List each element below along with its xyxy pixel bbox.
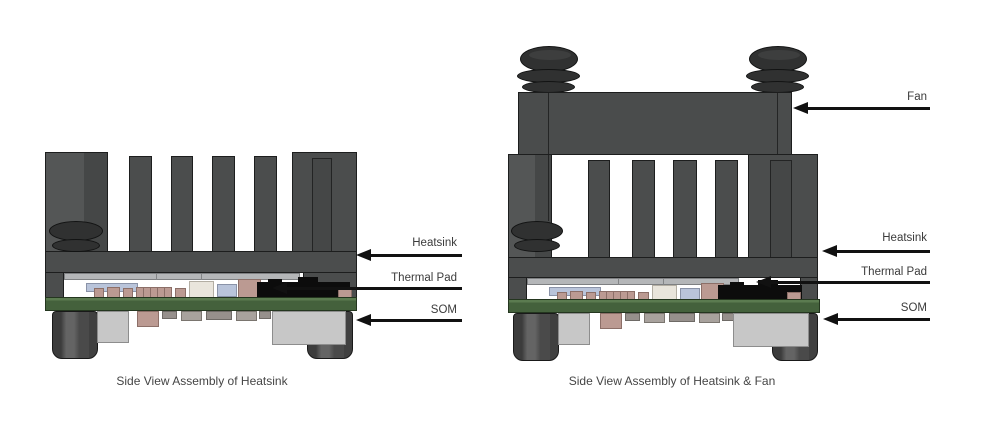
spring-screw-washer bbox=[514, 239, 560, 252]
label-line-heatsink bbox=[368, 254, 462, 257]
bottom-component bbox=[162, 311, 177, 319]
heatsink-fin bbox=[129, 156, 152, 256]
screw-highlight bbox=[529, 50, 571, 60]
label-thermal-pad: Thermal Pad bbox=[861, 266, 927, 278]
thermal-pad bbox=[718, 285, 802, 301]
heatsink-fin bbox=[632, 160, 655, 260]
label-line-thermal-pad bbox=[286, 287, 462, 290]
diagram-caption: Side View Assembly of Heatsink bbox=[116, 374, 288, 388]
bottom-component bbox=[625, 313, 640, 321]
screw-highlight bbox=[758, 50, 800, 60]
connector-block bbox=[97, 311, 129, 343]
screw-shaft-line bbox=[777, 93, 778, 154]
spring-screw-washer bbox=[52, 239, 100, 252]
fan-screw-cap bbox=[520, 46, 578, 72]
label-line-fan bbox=[807, 107, 930, 110]
thermal-pad-bump bbox=[298, 277, 318, 284]
heatsink-fin bbox=[254, 156, 277, 256]
thermal-pad-bump bbox=[268, 279, 282, 284]
spring-screw-washer bbox=[49, 221, 103, 241]
hex-standoff bbox=[513, 313, 559, 361]
label-line-som bbox=[837, 318, 930, 321]
label-heatsink: Heatsink bbox=[882, 232, 927, 244]
bottom-component bbox=[137, 311, 159, 327]
heatsink-base bbox=[45, 251, 357, 273]
label-fan: Fan bbox=[907, 91, 927, 103]
arrowhead-heatsink bbox=[356, 249, 371, 261]
shelf-divider bbox=[156, 274, 157, 280]
som-pcb bbox=[45, 297, 357, 311]
arrowhead-thermal-pad bbox=[756, 276, 771, 288]
spring-screw-washer bbox=[511, 221, 563, 241]
label-som: SOM bbox=[900, 302, 927, 314]
bottom-component bbox=[236, 311, 257, 321]
label-som: SOM bbox=[430, 304, 457, 316]
heatsink-fin bbox=[715, 160, 738, 260]
heatsink-fin bbox=[673, 160, 697, 260]
thermal-pad-bump bbox=[730, 282, 744, 287]
thermal-shelf bbox=[527, 278, 739, 285]
arrowhead-thermal-pad bbox=[272, 282, 287, 294]
label-line-thermal-pad bbox=[770, 281, 930, 284]
som-pcb bbox=[508, 299, 820, 313]
smd-component bbox=[217, 284, 237, 297]
heatsink-screw-groove bbox=[770, 160, 792, 258]
label-heatsink: Heatsink bbox=[412, 237, 457, 249]
arrowhead-som bbox=[356, 314, 371, 326]
thermal-pad bbox=[257, 282, 350, 298]
connector-block bbox=[558, 313, 590, 345]
fan-body bbox=[518, 92, 792, 155]
bottom-component bbox=[644, 313, 665, 323]
smd-component bbox=[189, 281, 214, 298]
bottom-component bbox=[181, 311, 202, 321]
diagram-caption: Side View Assembly of Heatsink & Fan bbox=[568, 374, 776, 388]
shelf-divider bbox=[201, 274, 202, 280]
heatsink-base bbox=[508, 257, 818, 278]
label-line-som bbox=[370, 319, 462, 322]
arrowhead-som bbox=[823, 313, 838, 325]
connector-block bbox=[733, 313, 809, 347]
heatsink-fin bbox=[588, 160, 610, 260]
arrowhead-fan bbox=[793, 102, 808, 114]
label-thermal-pad: Thermal Pad bbox=[391, 272, 457, 284]
bottom-component bbox=[206, 311, 232, 320]
fan-screw-cap bbox=[749, 46, 807, 72]
bottom-component bbox=[600, 313, 622, 329]
connector-block bbox=[272, 311, 346, 345]
heatsink-left-wall bbox=[508, 277, 527, 301]
heatsink-screw-groove bbox=[312, 158, 332, 254]
heatsink-left-wall bbox=[45, 272, 64, 298]
heatsink-fin bbox=[212, 156, 235, 256]
bottom-component bbox=[259, 311, 271, 319]
shelf-divider bbox=[663, 279, 664, 285]
label-line-heatsink bbox=[836, 250, 930, 253]
thermal-shelf bbox=[64, 273, 300, 280]
screw-shaft-line bbox=[548, 93, 549, 154]
shelf-divider bbox=[618, 279, 619, 285]
bottom-component bbox=[669, 313, 695, 322]
bottom-component bbox=[699, 313, 720, 323]
hex-standoff bbox=[52, 311, 98, 359]
heatsink-fin bbox=[171, 156, 193, 256]
arrowhead-heatsink bbox=[822, 245, 837, 257]
screw-shaft-line bbox=[548, 155, 549, 221]
